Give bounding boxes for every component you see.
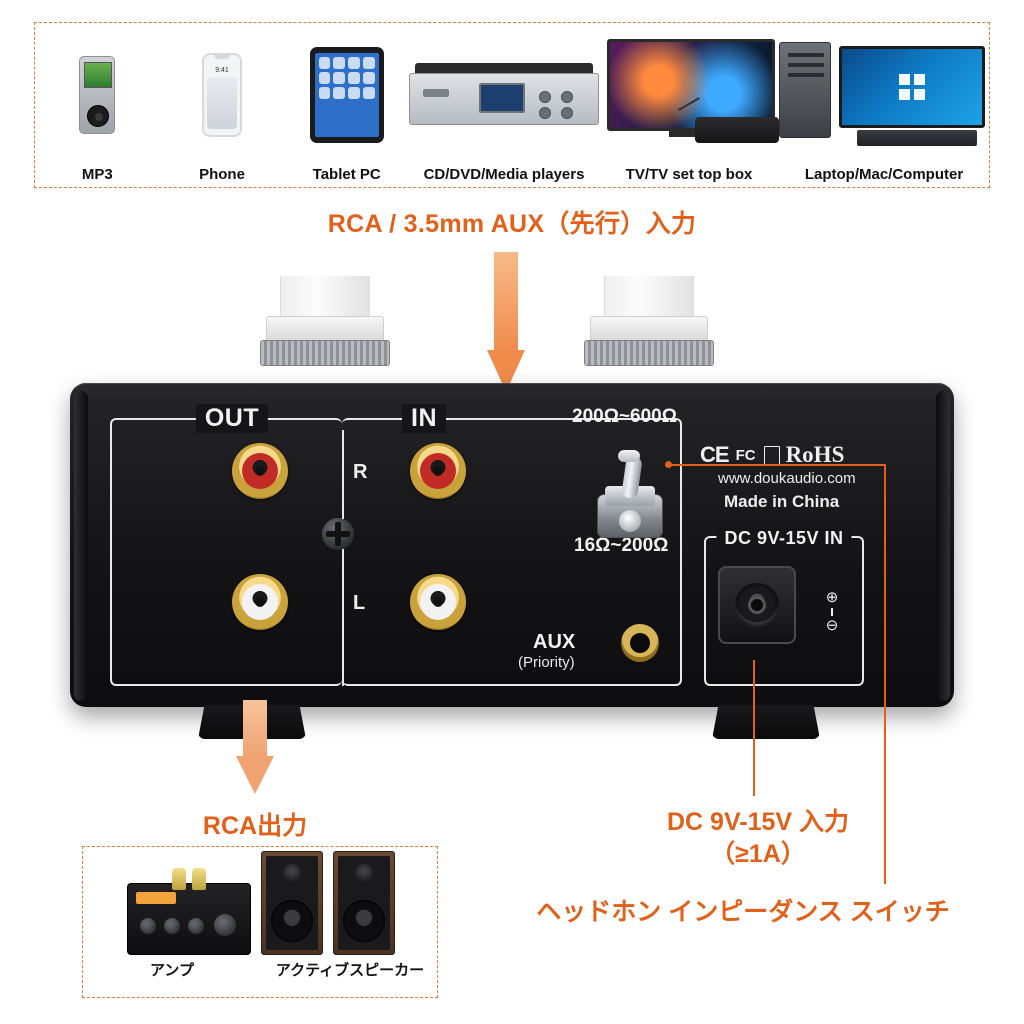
polarity-outer-symbol: ⊕ <box>825 589 839 606</box>
rca-cable-right <box>576 276 722 386</box>
input-heading: RCA / 3.5mm AUX（先行）入力 <box>327 210 697 238</box>
source-devices-panel: MP3 9:41 Phone Tablet PC CD/DVD/Media pl… <box>34 22 990 188</box>
dc-input-heading-line1: DC 9V-15V 入力 <box>666 808 849 836</box>
amplifier-icon <box>127 868 251 955</box>
output-arrow-icon <box>236 700 274 794</box>
switch-callout-line-horizontal <box>668 464 886 466</box>
polarity-diagram-icon: ⊕ ⊖ <box>818 588 846 636</box>
mp3-player-icon <box>35 23 160 166</box>
in-label: IN <box>402 404 446 433</box>
output-device-label: アンプ <box>150 962 194 979</box>
output-devices-panel: アンプ アクティブスピーカー <box>82 846 438 998</box>
input-section-outline <box>342 418 682 686</box>
source-device-label: Laptop/Mac/Computer <box>804 166 964 183</box>
source-device-phone: 9:41 Phone <box>160 23 285 187</box>
source-device-tv: TV/TV set top box <box>599 23 780 187</box>
rohs-mark-icon: RoHS <box>785 442 845 467</box>
source-device-label: Phone <box>199 166 245 183</box>
tv-icon <box>599 23 780 166</box>
channel-label-r: R <box>353 461 368 483</box>
impedance-high-label: 200Ω~600Ω <box>572 406 677 427</box>
rca-jack-out-right[interactable] <box>232 443 288 499</box>
active-speaker-icon <box>333 851 395 955</box>
chassis-right-edge <box>936 391 950 701</box>
source-device-label: CD/DVD/Media players <box>423 166 585 183</box>
output-section-outline <box>110 418 342 686</box>
rca-jack-in-right[interactable] <box>410 443 466 499</box>
website-text: www.doukaudio.com <box>718 470 856 487</box>
source-device-tablet: Tablet PC <box>284 23 409 187</box>
aux-label: AUX <box>533 631 576 653</box>
section-divider <box>342 430 344 686</box>
chassis-left-edge <box>74 391 88 701</box>
dc-power-jack[interactable] <box>718 566 796 644</box>
ce-mark-icon: CE <box>700 442 730 467</box>
source-device-computer: Laptop/Mac/Computer <box>779 23 989 187</box>
panel-screw <box>322 518 354 550</box>
rca-cable-left <box>252 276 398 386</box>
dc-input-heading-line2: （≥1A） <box>710 840 806 868</box>
headphone-impedance-switch[interactable] <box>597 450 663 538</box>
chassis-foot-right <box>712 705 820 739</box>
desktop-computer-icon <box>779 23 989 166</box>
source-device-cd-player: CD/DVD/Media players <box>409 23 600 187</box>
channel-label-l: L <box>353 592 366 614</box>
certification-marks: CE FC RoHS <box>700 440 880 470</box>
made-in-text: Made in China <box>724 492 840 511</box>
tablet-icon <box>284 23 409 166</box>
aux-priority-label: (Priority) <box>518 654 575 671</box>
source-device-mp3: MP3 <box>35 23 160 187</box>
polarity-inner-symbol: ⊖ <box>825 617 839 634</box>
switch-callout-dot <box>665 461 672 468</box>
dc-in-label: DC 9V-15V IN <box>716 528 852 549</box>
rca-jack-out-left[interactable] <box>232 574 288 630</box>
impedance-switch-heading: ヘッドホン インピーダンス スイッチ <box>536 898 950 926</box>
impedance-low-label: 16Ω~200Ω <box>574 535 669 556</box>
weee-bin-icon <box>761 445 780 466</box>
dc-callout-line <box>753 660 755 796</box>
aux-input-jack[interactable] <box>621 624 659 662</box>
output-device-label: アクティブスピーカー <box>275 962 425 979</box>
cd-player-icon <box>409 23 600 166</box>
out-label: OUT <box>195 404 269 433</box>
source-device-label: MP3 <box>81 166 113 183</box>
switch-callout-line-vertical <box>884 464 886 884</box>
rca-jack-in-left[interactable] <box>410 574 466 630</box>
dc-input-heading: DC 9V-15V 入力 （≥1A） <box>608 806 908 870</box>
input-arrow-icon <box>487 252 525 392</box>
fcc-mark-icon: FC <box>735 446 756 464</box>
active-speaker-icon <box>261 851 323 955</box>
smartphone-icon: 9:41 <box>160 23 285 166</box>
source-device-label: TV/TV set top box <box>625 166 753 183</box>
rca-output-heading: RCA出力 <box>202 812 308 840</box>
source-device-label: Tablet PC <box>312 166 381 183</box>
